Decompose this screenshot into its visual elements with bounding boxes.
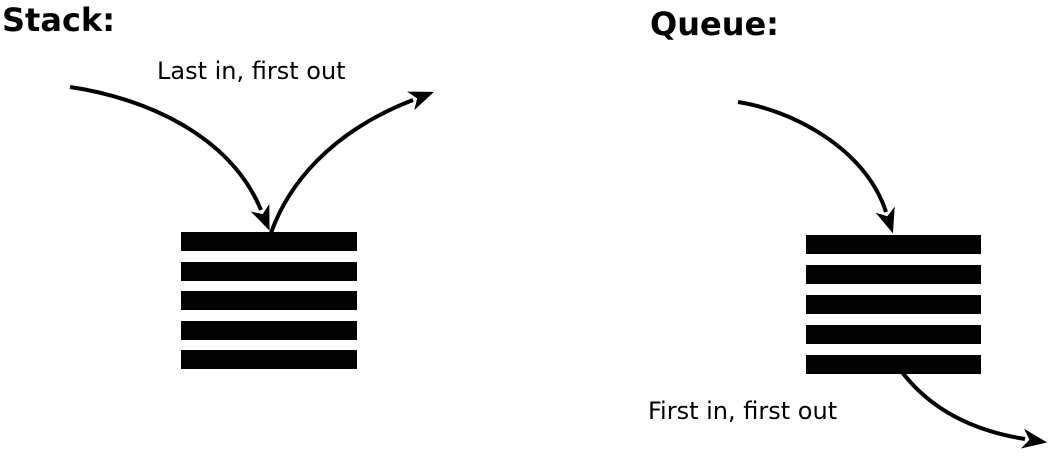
stack-title: Stack: (2, 1, 115, 39)
queue-item (806, 235, 981, 254)
stack-item (181, 261, 357, 281)
stack-items (181, 232, 357, 369)
stack-push-arrow-icon (69, 85, 270, 231)
stack-item (181, 232, 357, 251)
queue-item (806, 295, 981, 314)
queue-item (806, 355, 981, 374)
queue-enqueue-arrow-icon (737, 100, 895, 234)
stack-item (181, 320, 357, 340)
stack-caption: Last in, first out (157, 57, 346, 85)
stack-pop-arrow-icon (269, 91, 434, 234)
queue-dequeue-arrow-icon (900, 370, 1048, 449)
queue-items (806, 235, 981, 374)
stack-item (181, 291, 357, 310)
queue-caption: First in, first out (648, 397, 838, 425)
queue-item (806, 325, 981, 344)
queue-item (806, 265, 981, 284)
queue-title: Queue: (650, 5, 779, 43)
stack-item (181, 350, 357, 369)
